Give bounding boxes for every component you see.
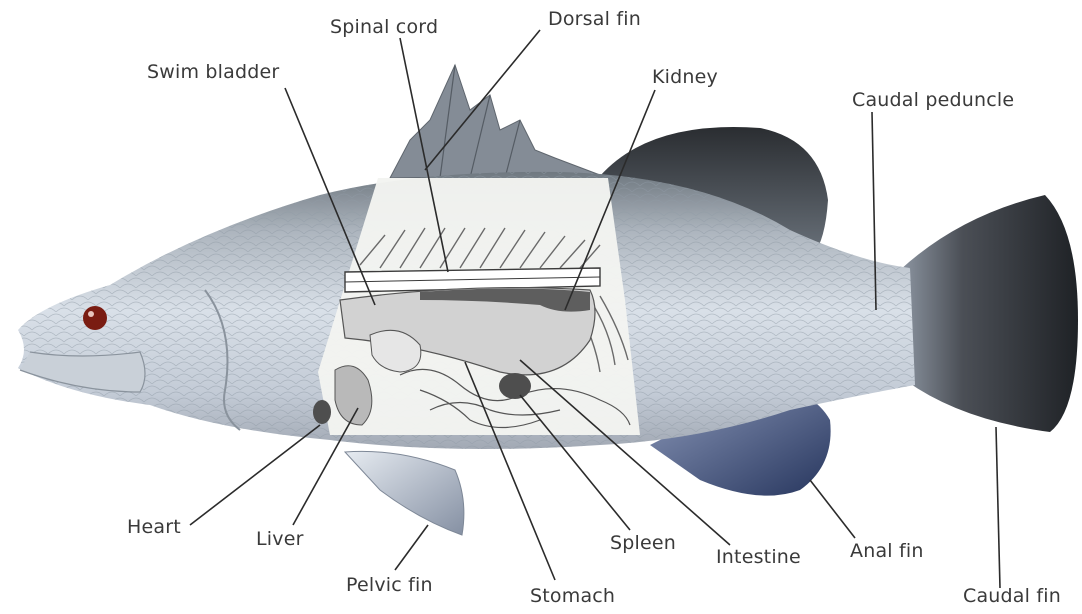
fish-eye (83, 306, 107, 330)
spleen-shape (499, 373, 531, 399)
spiny-dorsal-fin (390, 65, 600, 178)
label-heart: Heart (127, 518, 181, 537)
label-swim-bladder: Swim bladder (147, 63, 279, 82)
label-intestine: Intestine (716, 548, 801, 567)
label-caudal-peduncle: Caudal peduncle (852, 91, 1014, 110)
label-dorsal-fin: Dorsal fin (548, 10, 641, 29)
label-spleen: Spleen (610, 534, 676, 553)
label-anal-fin: Anal fin (850, 542, 924, 561)
label-kidney: Kidney (652, 68, 718, 87)
pelvic-fin-shape (345, 451, 464, 535)
heart-shape (313, 400, 331, 424)
label-caudal-fin: Caudal fin (963, 587, 1061, 606)
caudal-fin-shape (900, 195, 1078, 432)
label-spinal-cord: Spinal cord (330, 18, 438, 37)
label-stomach: Stomach (530, 587, 615, 606)
label-liver: Liver (256, 530, 304, 549)
label-pelvic-fin: Pelvic fin (346, 576, 433, 595)
